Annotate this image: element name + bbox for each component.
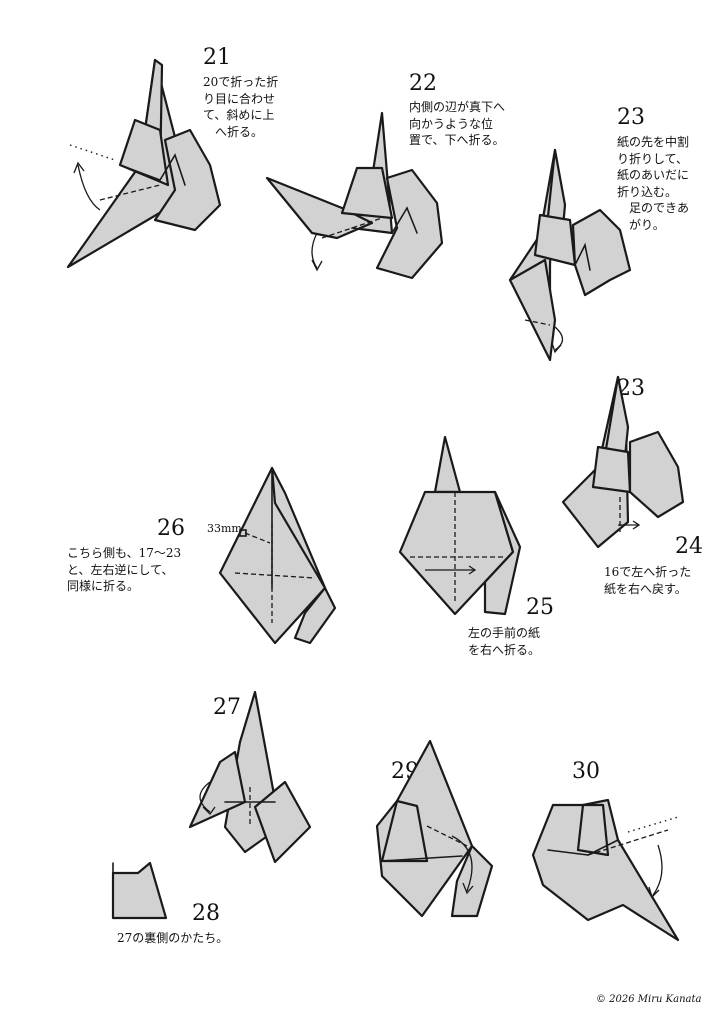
measurement-label: 33mm: [207, 522, 242, 535]
step-number-21: 21: [203, 45, 231, 70]
step-number-26: 26: [157, 516, 185, 541]
step-caption-28: 27の裏側のかたち。: [117, 931, 229, 945]
step-number-22: 22: [409, 71, 437, 96]
diagram-step-28: [111, 861, 168, 920]
diagram-step-23: [508, 148, 632, 362]
step-caption-25: 左の手前の紙 を右へ折る。: [468, 626, 541, 657]
step-number-25: 25: [526, 595, 554, 620]
diagram-step-26: [218, 466, 337, 645]
step-caption-23: 紙の先を中割 り折りして、 紙のあいだに 折り込む。 足のできあ がり。: [617, 135, 690, 232]
step-caption-26: こちら側も、17～23 と、左右逆にして、 同様に折る。: [67, 546, 182, 593]
diagram-step-22: [265, 111, 444, 280]
diagram-step-27: [188, 690, 312, 864]
diagram-step-23-repeat: [561, 375, 685, 549]
step-number-23-repeat: 23: [617, 376, 645, 401]
step-number-28: 28: [192, 901, 220, 926]
step-caption-22: 内側の辺が真下へ 向かうような位 置で、下へ折る。: [409, 100, 506, 147]
diagram-step-21: [66, 58, 222, 269]
step-number-24: 24: [675, 534, 703, 559]
step-caption-24: 16で左へ折った 紙を右へ戻す。: [604, 565, 692, 596]
step-number-23: 23: [617, 105, 645, 130]
diagram-step-29: [375, 739, 494, 918]
step-number-27: 27: [213, 695, 241, 720]
diagram-step-30: [531, 798, 680, 942]
step-caption-21: 20で折った折 り目に合わせ て、斜めに上 へ折る。: [203, 75, 279, 139]
step-number-30: 30: [572, 759, 600, 784]
copyright-notice: © 2026 Miru Kanata: [596, 994, 702, 1005]
diagram-step-25: [398, 435, 522, 616]
